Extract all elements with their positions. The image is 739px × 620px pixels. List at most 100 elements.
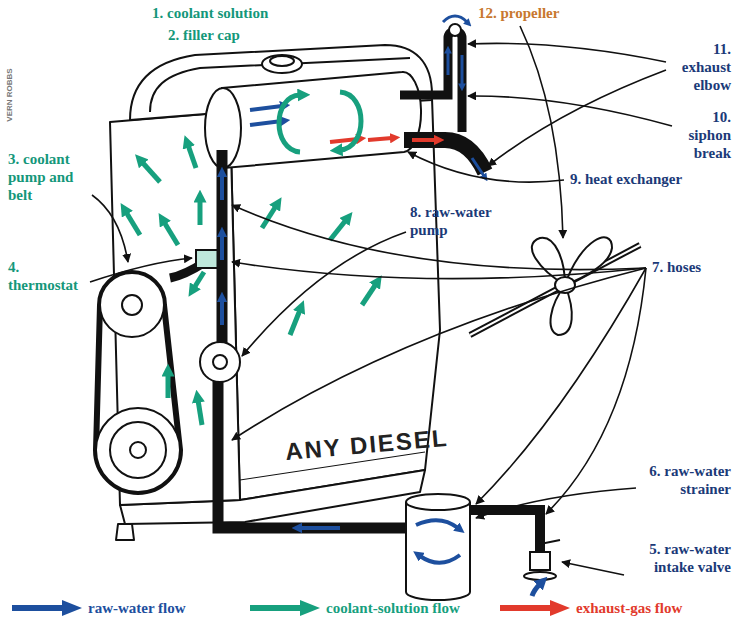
leader-lines xyxy=(408,152,564,182)
coolant-flow-arrows xyxy=(166,374,171,398)
intake-valve xyxy=(524,540,560,580)
legend-swatch xyxy=(250,600,320,616)
callout-label: 6. raw-water strainer xyxy=(641,462,731,498)
raw-water-flow-arrows xyxy=(472,158,484,176)
intake-valve xyxy=(530,552,550,570)
coolant-flow-arrows xyxy=(279,95,300,152)
siphon-break-cap xyxy=(449,24,461,36)
legend-text: raw-water flow xyxy=(88,599,186,617)
raw-water-strainer xyxy=(406,502,470,600)
legend-arrow xyxy=(250,600,320,616)
coolant-flow-arrows xyxy=(194,272,204,288)
exhaust-flow-arrows xyxy=(368,138,392,140)
raw-water-flow-arrows xyxy=(220,300,224,325)
coolant-pump-and-belt xyxy=(122,295,142,315)
propeller xyxy=(565,237,612,285)
callout-label: 9. heat exchanger xyxy=(570,170,682,188)
callout-label: 4. thermostat xyxy=(8,258,90,294)
raw-water-flow-arrows xyxy=(447,52,450,75)
raw-water-pump xyxy=(200,342,240,382)
raw-water-flow-arrows xyxy=(420,555,460,563)
raw-water-hoses xyxy=(217,150,228,345)
leader-lines xyxy=(520,26,563,238)
callout-label: 5. raw-water intake valve xyxy=(631,540,731,576)
coolant-flow-arrows xyxy=(262,206,276,228)
raw-water-flow-arrows xyxy=(443,16,467,22)
raw-water-flow-arrows xyxy=(532,584,540,596)
filler-cap xyxy=(262,55,302,73)
legend-text: coolant-solution flow xyxy=(326,599,460,617)
heat-exchanger xyxy=(222,72,421,168)
engine-block xyxy=(116,524,134,540)
thermostat-housing xyxy=(170,250,218,278)
credit-text: VERN ROBBS xyxy=(5,65,15,125)
leader-lines xyxy=(90,26,672,575)
coolant-pump-and-belt xyxy=(96,273,180,492)
leader-lines xyxy=(232,268,646,440)
leader-lines xyxy=(468,96,672,126)
leader-lines xyxy=(242,232,406,356)
raw-water-flow-arrows xyxy=(416,520,458,528)
raw-water-pump xyxy=(200,342,240,382)
coolant-flow-arrows xyxy=(362,284,376,305)
legend-text: exhaust-gas flow xyxy=(576,599,682,617)
coolant-flow-arrows xyxy=(164,222,178,245)
raw-water-hoses xyxy=(218,31,540,552)
callout-label: 3. coolant pump and belt xyxy=(8,150,90,204)
leader-lines xyxy=(488,70,666,166)
coolant-flow-arrows xyxy=(198,200,203,225)
exhaust-flow-arrows xyxy=(412,138,436,142)
legend-arrow xyxy=(12,600,82,616)
callout-label: 12. propeller xyxy=(478,4,559,22)
exhaust-flow-arrows xyxy=(330,138,436,142)
coolant-flow-arrows xyxy=(340,92,361,150)
coolant-flow-arrows xyxy=(290,310,300,335)
callout-label: 8. raw-water pump xyxy=(410,203,510,239)
intake-valve xyxy=(524,572,556,580)
coolant-flow-arrows xyxy=(198,400,202,425)
siphon-break-cap xyxy=(449,24,461,36)
callout-label: 10. siphon break xyxy=(675,108,731,162)
leader-lines xyxy=(562,562,624,575)
coolant-flow-arrows xyxy=(188,145,196,168)
coolant-pump-and-belt xyxy=(100,273,164,337)
leader-lines xyxy=(546,268,646,514)
callout-label: 7. hoses xyxy=(652,258,701,276)
coolant-pump-and-belt xyxy=(96,273,180,492)
coolant-flow-arrows xyxy=(142,162,160,182)
coolant-flow-arrows xyxy=(126,92,376,425)
callout-label: 11. exhaust elbow xyxy=(667,40,731,94)
leader-lines xyxy=(476,268,646,504)
thermostat-housing xyxy=(196,250,218,268)
coolant-pump-and-belt xyxy=(96,408,180,492)
raw-water-hoses xyxy=(400,31,462,132)
coolant-flow-arrows xyxy=(330,220,346,240)
legend-swatch xyxy=(500,600,570,616)
raw-water-flow-arrows xyxy=(220,235,224,260)
callout-label: 2. filler cap xyxy=(168,26,240,44)
raw-water-flow-arrows xyxy=(300,526,340,530)
leader-lines xyxy=(92,195,128,262)
legend-arrow xyxy=(500,600,570,616)
leader-lines xyxy=(468,43,666,62)
raw-water-strainer xyxy=(406,494,470,600)
filler-cap xyxy=(270,56,294,66)
filler-cap xyxy=(262,55,302,73)
intake-valve xyxy=(540,540,560,552)
raw-water-flow-arrows xyxy=(222,16,540,596)
leader-lines xyxy=(90,258,192,282)
raw-water-pump xyxy=(213,355,227,369)
raw-water-flow-arrows xyxy=(220,175,224,200)
coolant-pump-and-belt xyxy=(110,422,166,478)
leader-lines xyxy=(232,262,646,279)
coolant-pump-and-belt xyxy=(130,442,146,458)
heat-exchanger xyxy=(205,72,421,168)
coolant-flow-arrows xyxy=(126,212,140,235)
legend-swatch xyxy=(12,600,82,616)
callout-label: 1. coolant solution xyxy=(152,4,268,22)
raw-water-flow-arrows xyxy=(461,55,464,85)
raw-water-flow-arrows xyxy=(250,106,282,110)
raw-water-strainer xyxy=(406,494,470,510)
